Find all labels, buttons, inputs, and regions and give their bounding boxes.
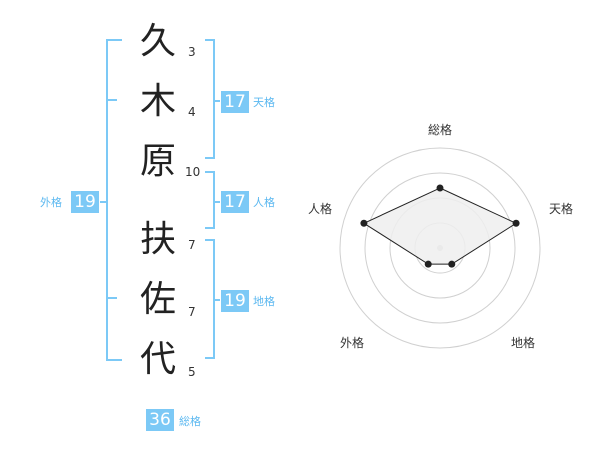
radar-axis-label-jinkaku: 人格 [308,202,333,216]
radar-axis-label-gaikaku: 外格 [340,336,365,350]
stroke-count-6: 5 [188,365,196,379]
tenkaku-bracket [205,39,215,159]
jinkaku-value: 17 [221,191,249,213]
radar-grid-ring [339,147,541,349]
tenkaku-label: 天格 [253,96,275,109]
stroke-count-4: 7 [188,238,196,252]
radar-point-5 [360,219,368,227]
name-char-1: 久 [139,21,176,62]
stroke-count-5: 7 [188,305,196,319]
gaikaku-label: 外格 [40,196,62,209]
radar-point-1 [436,184,444,192]
radar-grid-ring [364,172,516,324]
jinkaku-label: 人格 [253,196,275,209]
radar-point-4 [424,260,432,268]
stroke-count-1: 3 [188,45,196,59]
name-char-6: 代 [139,339,176,380]
name-char-4: 扶 [139,219,176,260]
radar-axis-label-tenkaku: 天格 [549,202,574,216]
gaikaku-bracket [106,39,122,361]
gaikaku-value: 19 [71,191,99,213]
soukaku-label: 総格 [179,415,201,428]
name-char-2: 木 [139,81,176,122]
radar-point-2 [512,219,520,227]
chikaku-label: 地格 [253,295,275,308]
radar-axis-label-chikaku: 地格 [511,336,536,350]
radar-axis-label-soukaku: 総格 [428,123,453,137]
name-char-3: 原 [139,141,176,182]
stroke-count-2: 4 [188,105,196,119]
chikaku-value: 19 [221,290,249,312]
stroke-count-3: 10 [185,165,201,179]
radar-series-polygon [362,187,518,265]
soukaku-value: 36 [146,409,174,431]
jinkaku-bracket [205,171,215,229]
radar-point-3 [448,260,456,268]
tenkaku-value: 17 [221,91,249,113]
name-char-5: 佐 [139,279,176,320]
